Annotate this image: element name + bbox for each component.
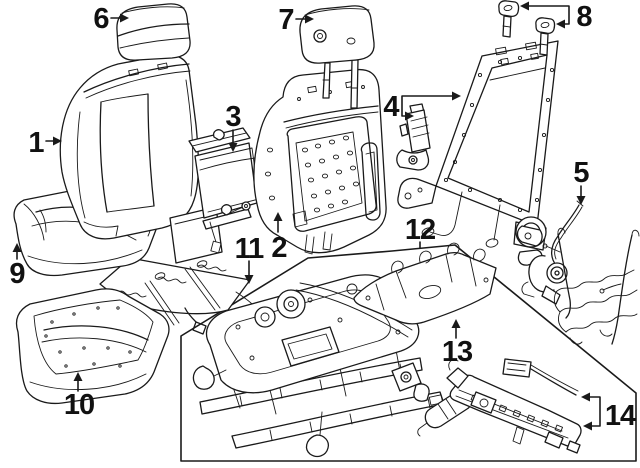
callout-13-label[interactable]: 13 xyxy=(442,336,474,368)
callout-8-leader xyxy=(527,5,570,25)
callouts: 1 2 3 4 5 6 7 xyxy=(9,1,637,432)
callout-14-label[interactable]: 14 xyxy=(605,400,637,432)
callout-6-arrow xyxy=(120,13,129,23)
callout-7-arrow xyxy=(305,14,314,24)
callout-12: 12 xyxy=(405,214,436,249)
callout-2-arrow xyxy=(273,212,283,221)
callout-4-label[interactable]: 4 xyxy=(383,91,400,123)
callout-2-label[interactable]: 2 xyxy=(271,232,287,264)
callout-4-leader xyxy=(401,95,453,117)
seat-cushion-pad xyxy=(15,288,170,405)
headrest-guides xyxy=(498,0,556,56)
lumbar-assembly xyxy=(521,227,640,345)
callout-2: 2 xyxy=(271,212,288,264)
seat-back-pad xyxy=(253,68,387,255)
callout-3-arrow xyxy=(228,143,238,152)
callout-1-arrow xyxy=(53,136,62,146)
callout-14-leader xyxy=(589,396,601,427)
callout-8-arrow2 xyxy=(556,19,565,29)
callout-11-arrow xyxy=(244,275,254,284)
callout-9-label[interactable]: 9 xyxy=(9,258,26,290)
callout-14-arrow xyxy=(581,392,590,402)
callout-8-arrow xyxy=(520,1,529,11)
seat-back-frame xyxy=(397,40,559,266)
headrest-right xyxy=(299,5,375,109)
callout-11-label[interactable]: 11 xyxy=(235,233,266,265)
track-assembly-box xyxy=(180,244,637,462)
recliner-motor xyxy=(396,103,431,171)
callout-11: 11 xyxy=(235,233,265,284)
callout-10-label[interactable]: 10 xyxy=(64,389,95,421)
callout-14: 14 xyxy=(581,392,637,432)
callout-14-arrow2 xyxy=(583,421,592,431)
callout-10-arrow xyxy=(73,372,83,381)
callout-5-label[interactable]: 5 xyxy=(573,157,590,189)
track-motor-assembly xyxy=(391,358,582,454)
callout-5-arrow xyxy=(576,196,586,205)
callout-13: 13 xyxy=(442,319,474,368)
callout-8: 8 xyxy=(520,1,593,33)
recliner-cable xyxy=(551,200,584,267)
track-shield xyxy=(353,242,497,325)
callout-9-arrow xyxy=(12,243,22,252)
seat-back-cover xyxy=(59,54,200,240)
callout-1-label[interactable]: 1 xyxy=(28,127,45,159)
callout-4: 4 xyxy=(383,91,461,123)
callout-7-label[interactable]: 7 xyxy=(278,4,294,36)
seat-back-panel xyxy=(169,127,260,264)
callout-5: 5 xyxy=(573,157,590,205)
callout-10: 10 xyxy=(64,372,95,421)
headrest-left xyxy=(116,3,191,61)
callout-13-arrow xyxy=(451,319,461,328)
callout-6: 6 xyxy=(93,3,129,35)
callout-1: 1 xyxy=(28,127,62,159)
callout-12-label[interactable]: 12 xyxy=(405,214,436,246)
callout-9: 9 xyxy=(9,243,26,290)
callout-8-label[interactable]: 8 xyxy=(576,1,593,33)
callout-3-label[interactable]: 3 xyxy=(225,101,242,133)
callout-3: 3 xyxy=(225,101,242,152)
callout-6-label[interactable]: 6 xyxy=(93,3,110,35)
callout-4-arrow xyxy=(452,91,461,101)
seat-heater-mat xyxy=(99,257,253,335)
callout-7: 7 xyxy=(278,4,314,36)
callout-4-arrow2 xyxy=(405,111,414,121)
